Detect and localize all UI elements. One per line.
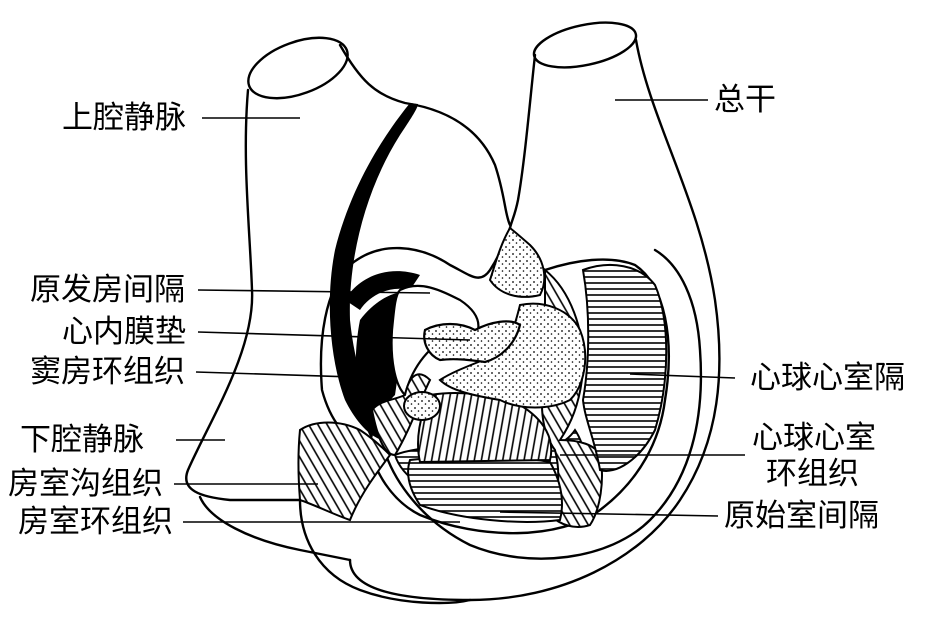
leader-bulboventricular-septum xyxy=(629,373,736,379)
label-primitive-ventricular-septum: 原始室间隔 xyxy=(724,498,879,534)
leader-sinoatrial-ring xyxy=(195,371,386,379)
label-bulboventricular-septum: 心球心室隔 xyxy=(750,360,905,396)
sinus-venosus-band xyxy=(329,103,418,442)
label-bulboventricular-ring-line1: 心球心室 xyxy=(752,420,876,456)
label-ivc: 下腔静脉 xyxy=(20,422,144,458)
truncus-opening xyxy=(532,21,638,69)
svc-tube-outline xyxy=(185,88,302,502)
leader-endocardial-cushion xyxy=(197,331,471,341)
label-av-sulcus: 房室沟组织 xyxy=(8,466,163,502)
leader-primitive-ventricular-septum xyxy=(499,511,719,517)
sinoatrial-node xyxy=(403,391,441,421)
truncus-right-outline xyxy=(348,38,721,602)
leader-lines xyxy=(174,99,745,523)
label-septum-primum: 原发房间隔 xyxy=(30,272,185,308)
av-sulcus-tissue xyxy=(297,421,392,522)
label-truncus: 总干 xyxy=(714,82,776,118)
label-sinoatrial-ring: 窦房环组织 xyxy=(30,354,185,390)
label-svc: 上腔静脉 xyxy=(62,100,186,136)
endocardial-cushion xyxy=(423,320,522,364)
svc-opening xyxy=(247,36,349,100)
leader-septum-primum xyxy=(197,289,431,294)
bulboventricular-septum xyxy=(581,264,668,472)
label-av-ring: 房室环组织 xyxy=(18,504,173,540)
label-bulboventricular-ring-line2: 环组织 xyxy=(766,456,859,492)
label-endocardial-cushion: 心内膜垫 xyxy=(62,314,186,350)
truncal-cushion xyxy=(488,226,546,298)
